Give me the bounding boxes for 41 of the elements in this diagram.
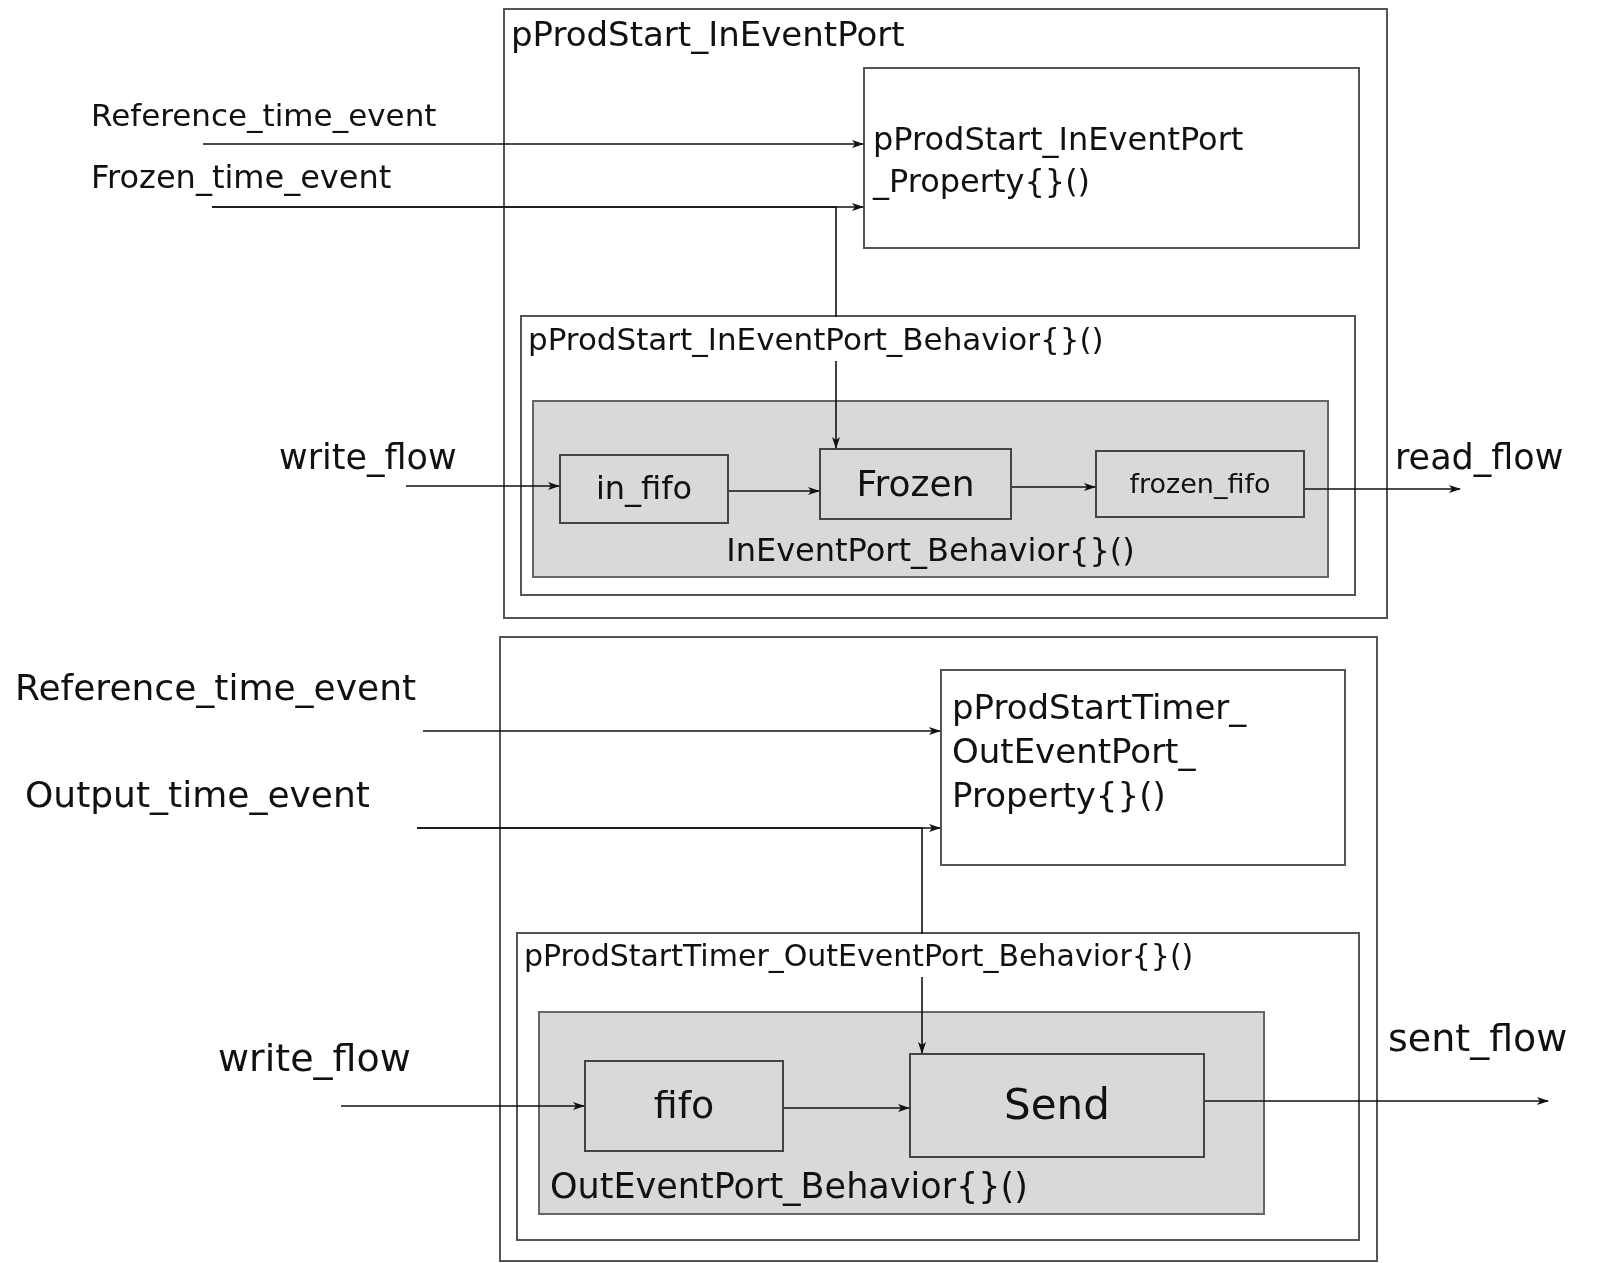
process-box <box>584 1060 784 1152</box>
text-label: sent_flow <box>1388 1018 1616 1101</box>
arrow <box>202 140 864 148</box>
box-label: Send <box>1004 1079 1110 1132</box>
process-box <box>559 454 729 524</box>
process-box <box>1095 450 1305 518</box>
arrow <box>340 1102 585 1110</box>
arrow <box>405 482 560 490</box>
arrow <box>416 827 926 1054</box>
arrow <box>728 487 820 495</box>
box-heading: OutEventPort_Behavior{}() <box>549 1164 1028 1208</box>
arrow <box>783 1104 910 1112</box>
behavior-panel <box>532 400 1329 578</box>
container-box <box>499 636 1378 1262</box>
property-box <box>863 67 1360 249</box>
text-label: write_flow <box>279 438 501 486</box>
container-box <box>516 932 1360 1241</box>
box-heading: InEventPort_Behavior{}() <box>726 530 1135 572</box>
box-label: frozen_fifo <box>1129 467 1271 502</box>
container-box <box>503 8 1388 619</box>
text-label: Reference_time_event <box>15 668 470 731</box>
text-label: Reference_time_event <box>91 98 511 144</box>
property-box <box>940 669 1346 866</box>
process-box <box>819 448 1012 520</box>
arrow <box>1011 483 1096 491</box>
text-label: Frozen_time_event <box>91 160 491 207</box>
text-label: read_flow <box>1395 438 1610 489</box>
box-label: fifo <box>653 1082 715 1130</box>
container-box <box>520 315 1356 596</box>
arrow <box>422 727 941 735</box>
arrow <box>1204 1097 1549 1105</box>
process-box <box>909 1053 1205 1158</box>
behavior-panel <box>538 1011 1265 1215</box>
box-label: in_fifo <box>595 468 693 510</box>
arrow <box>1304 485 1461 493</box>
text-label: write_flow <box>218 1038 458 1106</box>
box-heading: pProdStartTimer_ OutEventPort_ Property{}() <box>951 686 1248 818</box>
text-label: Output_time_event <box>25 775 465 828</box>
box-label: Frozen <box>856 461 975 506</box>
arrow <box>211 206 840 449</box>
box-heading: pProdStart_InEventPort _Property{}() <box>871 119 1245 202</box>
